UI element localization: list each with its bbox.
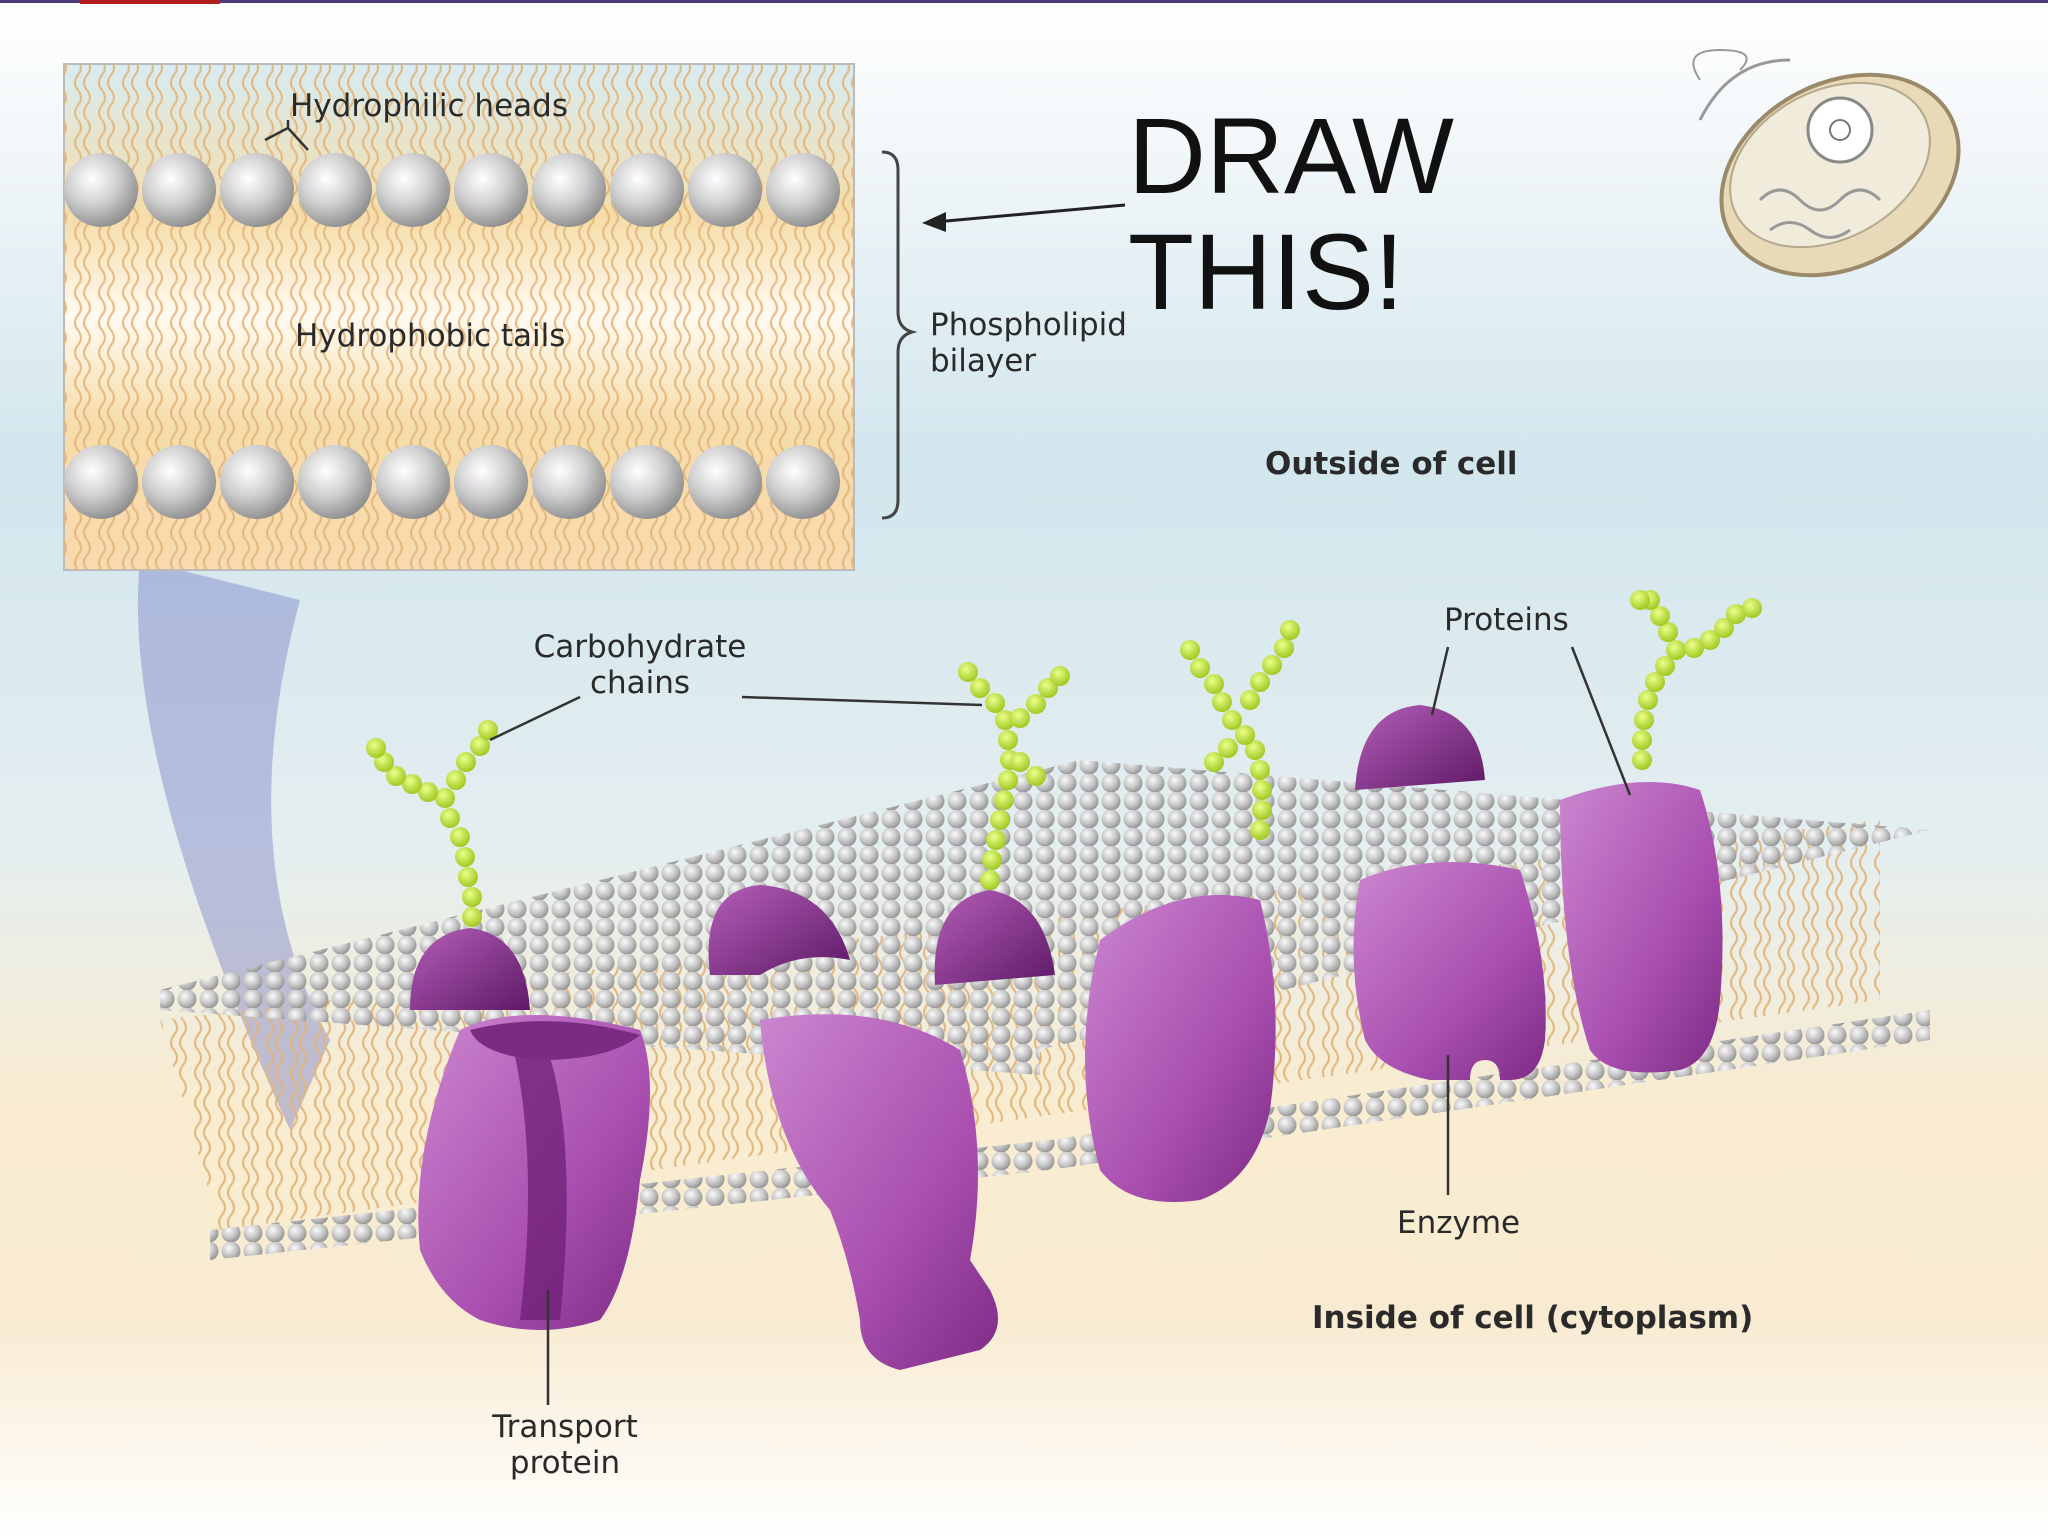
carbohydrate-chain-1 xyxy=(366,720,498,927)
carbohydrate-chains-label: Carbohydrate chains xyxy=(533,629,747,701)
inside-of-cell-label: Inside of cell (cytoplasm) xyxy=(1312,1300,1754,1336)
enzyme-label: Enzyme xyxy=(1397,1205,1521,1241)
integral-protein-3 xyxy=(1085,895,1276,1202)
carbohydrate-chain-3 xyxy=(1180,620,1300,840)
bilayer-bracket xyxy=(881,150,918,520)
inset-bottom-heads xyxy=(64,445,840,519)
top-border-line xyxy=(0,0,2048,3)
bilayer-inset xyxy=(63,63,855,571)
hydrophobic-tails-label: Hydrophobic tails xyxy=(295,318,566,354)
leader-lines xyxy=(489,646,1632,1405)
draw-arrow-head xyxy=(922,212,946,232)
top-accent-mark xyxy=(80,0,220,4)
peripheral-protein-1 xyxy=(410,928,530,1010)
outside-of-cell-label: Outside of cell xyxy=(1265,446,1518,482)
proteins-label: Proteins xyxy=(1444,602,1569,638)
draw-arrow-line xyxy=(934,203,1126,224)
peripheral-protein-3 xyxy=(934,890,1055,985)
integral-protein-5 xyxy=(1560,782,1723,1073)
transport-protein xyxy=(418,1015,650,1330)
transport-protein-label: Transport protein xyxy=(492,1409,638,1481)
peripheral-protein-2 xyxy=(708,885,850,975)
inset-top-heads xyxy=(64,153,840,227)
phospholipid-bilayer-label: Phospholipid bilayer xyxy=(930,307,1127,379)
peripheral-protein-4 xyxy=(1355,705,1485,790)
animal-cell-icon xyxy=(1692,48,1961,278)
carbohydrate-chain-4 xyxy=(1630,590,1762,770)
enzyme-protein xyxy=(1353,862,1546,1080)
integral-protein-2 xyxy=(760,1014,998,1370)
carbohydrate-chain-2 xyxy=(958,662,1070,890)
draw-this-callout: DRAW THIS! xyxy=(1128,95,1454,332)
membrane-bottom-surface xyxy=(210,1010,1930,1260)
membrane-top-surface xyxy=(160,760,1930,1050)
hydrophilic-heads-label: Hydrophilic heads xyxy=(290,88,568,124)
